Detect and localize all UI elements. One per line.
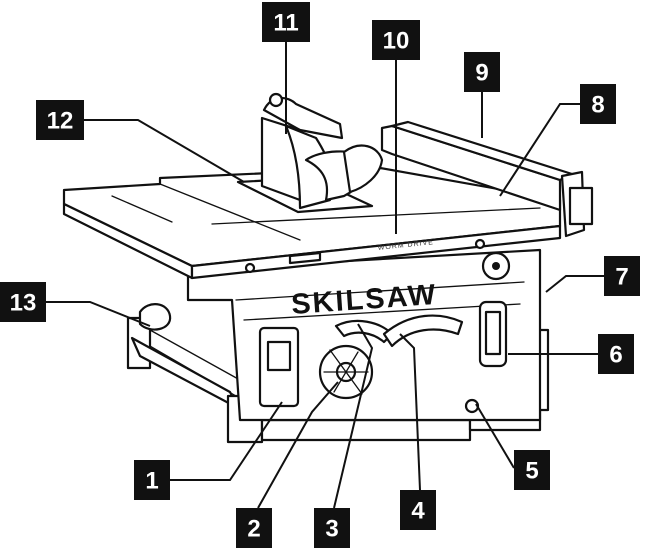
leader-line-8 bbox=[499, 103, 580, 197]
callout-2: 2 bbox=[236, 508, 272, 548]
table-bolt bbox=[244, 262, 256, 274]
rip-fence bbox=[380, 120, 594, 238]
callout-8: 8 bbox=[580, 84, 616, 124]
leader-line-7 bbox=[545, 275, 604, 293]
callout-13: 13 bbox=[0, 282, 46, 322]
callout-number: 5 bbox=[525, 458, 538, 485]
table-top: WORM DRIVE bbox=[62, 166, 562, 280]
leader-line-12 bbox=[84, 119, 245, 183]
leader-line-3 bbox=[333, 323, 374, 509]
callout-number: 4 bbox=[411, 498, 425, 525]
blade-guard-assembly bbox=[260, 92, 384, 210]
callout-1: 1 bbox=[134, 460, 170, 500]
callout-number: 12 bbox=[47, 108, 74, 135]
leader-line-5 bbox=[475, 403, 515, 469]
callout-4: 4 bbox=[400, 490, 436, 530]
callout-7: 7 bbox=[604, 256, 640, 296]
callout-number: 8 bbox=[591, 92, 604, 119]
callout-number: 6 bbox=[609, 342, 622, 369]
leader-line-4 bbox=[399, 333, 421, 491]
callout-number: 7 bbox=[615, 264, 628, 291]
fence-lock-handle bbox=[568, 186, 594, 226]
callout-number: 2 bbox=[247, 516, 260, 543]
guard-pivot-knob bbox=[268, 92, 284, 108]
callout-number: 1 bbox=[145, 468, 158, 495]
callout-12: 12 bbox=[36, 100, 84, 140]
callout-number: 11 bbox=[273, 10, 298, 37]
table-saw-illustration: SKILSAW WORM DRIVE bbox=[62, 92, 594, 444]
stand-wheel bbox=[138, 303, 172, 331]
callout-5: 5 bbox=[514, 450, 550, 490]
callout-9: 9 bbox=[464, 52, 500, 92]
callout-number: 9 bbox=[475, 60, 488, 87]
callout-11: 11 bbox=[262, 2, 310, 42]
callout-number: 10 bbox=[383, 28, 410, 55]
rip-scale-indicator bbox=[288, 251, 322, 265]
power-switch-paddle bbox=[266, 340, 292, 372]
table-bolt bbox=[474, 238, 486, 250]
bevel-scale-slot bbox=[382, 314, 464, 348]
callout-number: 3 bbox=[325, 516, 338, 543]
callout-3: 3 bbox=[314, 508, 350, 548]
leader-line-1 bbox=[170, 401, 283, 481]
leader-line-2 bbox=[257, 381, 339, 509]
leader-lines bbox=[46, 42, 604, 509]
callout-number: 13 bbox=[10, 290, 37, 317]
callout-10: 10 bbox=[372, 20, 420, 60]
callout-6: 6 bbox=[598, 334, 634, 374]
front-controls bbox=[258, 251, 511, 414]
leader-line-13 bbox=[46, 301, 151, 327]
